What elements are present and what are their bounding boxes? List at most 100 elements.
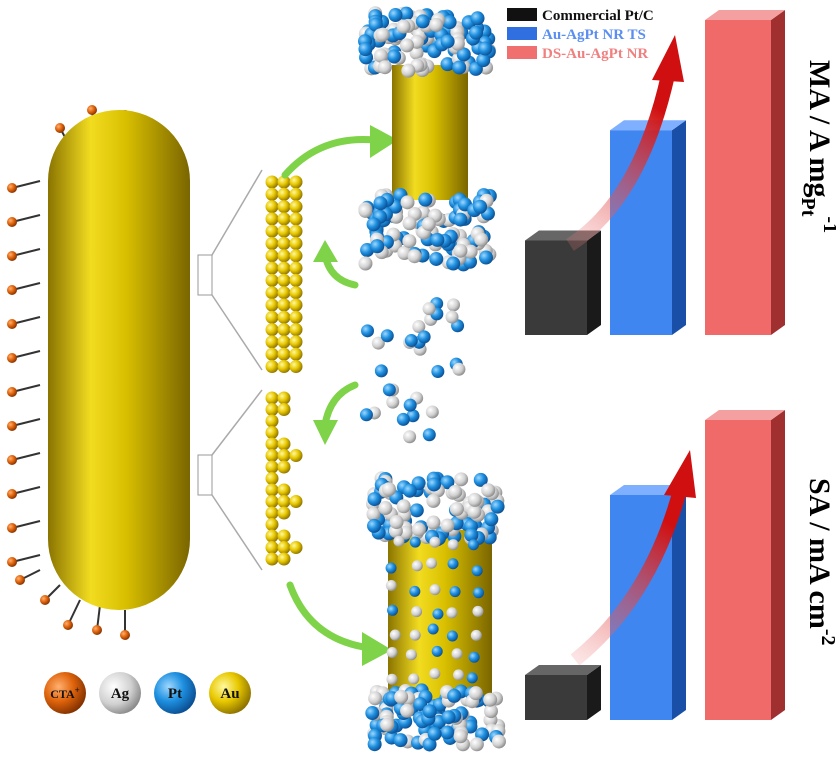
cta-head [63,620,73,630]
cta-head [87,105,97,115]
pt-atom [402,483,417,498]
pt-atom [367,737,382,752]
increase-arrowhead-bottom [664,450,696,498]
pt-atom [490,499,505,514]
au-atom [289,249,303,263]
au-atom [265,541,279,554]
bar-1-1-side [672,485,686,720]
au-atom [265,460,279,474]
au-atom [289,224,303,238]
au-atom [289,273,303,287]
cta-head [7,251,17,261]
ag-atom [381,482,396,497]
ag-atom [366,507,381,522]
pt-atom [441,710,456,725]
au-atom [277,187,291,201]
ag-atom [467,504,482,519]
au-atom [265,187,279,201]
au-atom [289,310,303,324]
pt-atom [393,733,408,748]
pt-atom [422,704,437,719]
ag-atom [385,580,397,592]
ag-atom [481,483,496,498]
pt-atom [440,34,455,49]
ag-atom [407,249,422,264]
au-atom [277,506,291,520]
ag-atom [469,737,484,752]
pt-atom [440,57,455,72]
pt-atom [422,428,436,442]
pt-atom [476,53,491,68]
au-atom [265,335,279,349]
ag-atom [422,302,436,316]
pt-atom [432,608,444,620]
ag-atom [451,648,463,660]
bar-1-2-top [705,410,785,420]
pt-atom [427,623,439,635]
pt-atom [387,49,402,64]
au-atom [277,212,291,226]
cta-head [15,575,25,585]
increase-arrowhead-top [652,35,684,82]
au-atom [265,310,279,324]
pt-atom [374,364,388,378]
pt-atom [382,383,396,397]
ag-atom [421,216,436,231]
ag-atom [446,607,458,619]
au-atom [265,552,279,566]
sa-axis-label: SA / mA cm-2 [803,478,836,646]
au-atom [289,335,303,349]
ag-atom [472,605,484,617]
au-atom [265,403,279,416]
ag-atom [371,336,385,350]
pt-atom [358,42,373,57]
ag-atom [386,673,398,685]
au-atom [277,347,291,361]
au-atom [265,360,279,373]
au-atom [277,335,291,349]
ag-atom [405,649,417,661]
ag-atom [440,518,455,533]
pt-atom [440,475,455,490]
ag-atom [426,515,441,530]
ag-atom [396,19,411,34]
au-atom [265,224,279,238]
cta-head [120,630,130,640]
atom-legend-label: CTA+ [50,685,80,701]
au-atom [265,347,279,361]
pt-atom [431,364,445,378]
ag-atom [400,703,415,718]
ag-atom [426,557,438,569]
au-atom [277,310,291,324]
pt-atom [447,688,462,703]
pt-atom [365,706,380,721]
au-atom [265,495,279,508]
pt-atom [470,11,485,26]
ag-atom [400,195,415,210]
au-atom [277,460,291,474]
pt-atom [367,492,382,507]
au-atom [277,237,291,250]
au-atom [265,212,279,226]
cta-head [7,557,17,567]
cta-head [7,455,17,465]
au-atom [265,249,279,263]
ag-atom [380,717,395,732]
ag-atom [402,216,417,231]
ag-atom [394,689,409,704]
bar-0-0 [525,240,587,335]
au-atom [277,403,291,416]
ag-atom [429,536,441,548]
au-atom [289,449,303,462]
ag-atom [409,629,421,641]
au-atom [265,391,279,405]
au-atom [277,323,291,337]
ag-atom [483,704,498,719]
au-atom [277,224,291,238]
pt-atom [484,512,499,527]
pt-atom [387,604,399,616]
au-atom [277,249,291,263]
ag-atom [386,646,398,658]
